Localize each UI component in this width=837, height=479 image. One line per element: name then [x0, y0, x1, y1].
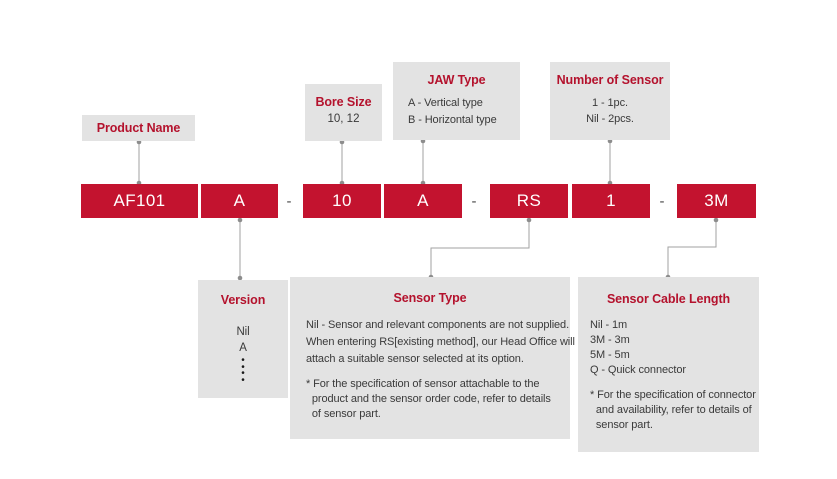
panel-title: Product Name [96, 121, 181, 135]
cable-length-options: Nil - 1m 3M - 3m 5M - 5m Q - Quick conne… [590, 319, 686, 376]
separator-dash: - [286, 192, 292, 210]
sensor-type-footnote: * For the specification of sensor attach… [306, 378, 551, 420]
code-box-version: A [201, 184, 278, 218]
panel-title: Number of Sensor [556, 73, 664, 87]
panel-title: JAW Type [427, 73, 486, 87]
panel-jaw-type: JAW Type A - Vertical type B - Horizonta… [393, 62, 520, 140]
separator-dash: - [471, 192, 477, 210]
panel-product-name: Product Name [82, 115, 195, 141]
code-box-cable-length: 3M [677, 184, 756, 218]
jaw-type-options: A - Vertical type B - Horizontal type [408, 97, 497, 126]
panel-number-of-sensor: Number of Sensor 1 - 1pc. Nil - 2pcs. [550, 62, 670, 140]
version-options: Nil A [236, 326, 250, 354]
code-box-jaw-type: A [384, 184, 462, 218]
code-box-product-name: AF101 [81, 184, 198, 218]
vertical-ellipsis: • • • • [241, 355, 245, 386]
panel-sensor-type: Sensor Type Nil - Sensor and relevant co… [290, 277, 575, 439]
number-of-sensor-options: 1 - 1pc. Nil - 2pcs. [586, 97, 634, 125]
panel-title: Bore Size [315, 95, 372, 109]
panel-title: Version [220, 293, 266, 307]
code-box-number-of-sensor: 1 [572, 184, 650, 218]
panel-title: Sensor Type [393, 291, 467, 305]
cable-length-footnote: * For the specification of connector and… [590, 389, 756, 431]
sensor-type-description: Nil - Sensor and relevant components are… [306, 319, 575, 365]
panel-bore-size: Bore Size 10, 12 [305, 84, 382, 141]
code-box-sensor-type: RS [490, 184, 568, 218]
panel-title: Sensor Cable Length [606, 292, 731, 306]
panel-sensor-cable-length: Sensor Cable Length Nil - 1m 3M - 3m 5M … [578, 277, 759, 452]
code-box-bore-size: 10 [303, 184, 381, 218]
bore-size-values: 10, 12 [327, 113, 360, 125]
separator-dash: - [659, 192, 665, 210]
panel-version: Version Nil A • • • • [198, 280, 288, 398]
